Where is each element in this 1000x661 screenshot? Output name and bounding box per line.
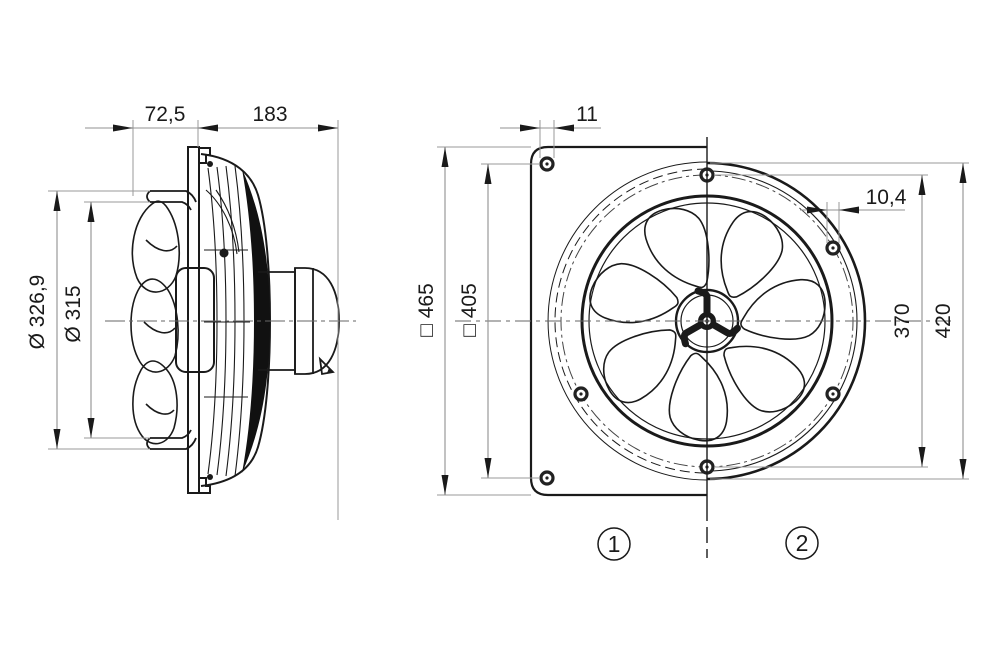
dim-flange-hole-label: 10,4: [866, 186, 907, 209]
grill-rim-dark: [242, 169, 270, 473]
dim-bolt-circle-label: 370: [891, 303, 914, 338]
dim-inner-dia-label: Ø 315: [62, 285, 85, 342]
side-view: 72,5 183 Ø 326,9 Ø 315: [26, 103, 356, 520]
front-centerlines: [455, 137, 955, 558]
impeller-blades-side: [130, 200, 180, 445]
dim-front-depth-label: 72,5: [145, 103, 186, 126]
dim-flange-dia-label: 420: [932, 303, 955, 338]
dim-rear-depth-label: 183: [252, 103, 287, 126]
dim-flange-sizes: 370 420: [710, 162, 969, 480]
venturi-ring: [146, 190, 197, 450]
dim-outer-dia-label: Ø 326,9: [26, 275, 49, 350]
dim-plate-hole-spacing-label: □ 405: [458, 283, 481, 337]
grill-clip: [219, 248, 229, 258]
square-plate-holes: [539, 156, 589, 486]
dim-depths: 72,5 183: [85, 103, 339, 520]
variant-2-badge: 2: [785, 526, 819, 560]
front-view: □ 465 □ 405 11 10,4: [415, 103, 969, 561]
dim-plate-hole-label: 11: [576, 103, 598, 126]
dim-square-sizes: □ 465 □ 405: [415, 146, 540, 496]
variant-1-badge: 1: [597, 527, 631, 561]
dim-plate-size-label: □ 465: [415, 283, 438, 337]
motor-hub-side: [175, 267, 215, 373]
guard-grill: [200, 153, 272, 487]
dim-flange-hole: 10,4: [800, 186, 907, 243]
variant-1-label: 1: [608, 531, 621, 557]
dim-diameters: Ø 326,9 Ø 315: [26, 190, 150, 450]
dim-plate-hole: 11: [500, 103, 601, 158]
variant-2-label: 2: [796, 530, 809, 556]
wall-plate-edge: [187, 146, 213, 494]
